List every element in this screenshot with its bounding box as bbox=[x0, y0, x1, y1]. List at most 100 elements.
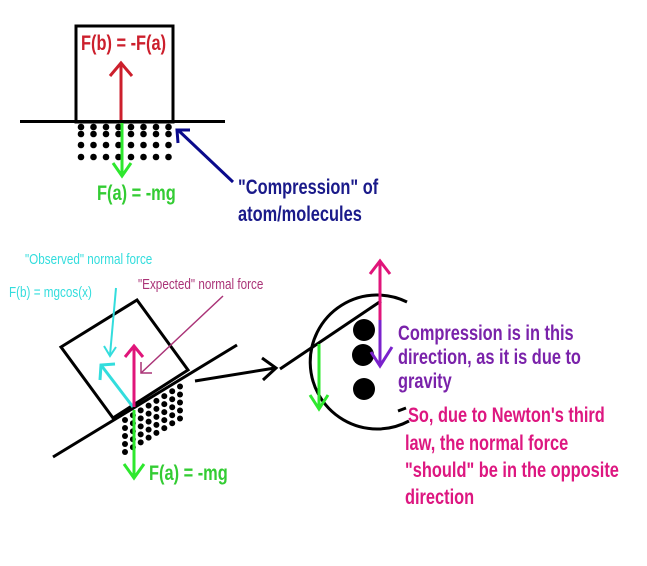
molecule-dot bbox=[161, 417, 168, 424]
molecule-dot bbox=[177, 407, 183, 414]
incline-gravity-arrow bbox=[122, 410, 146, 481]
molecule bbox=[353, 378, 375, 400]
molecule-dot bbox=[102, 141, 110, 149]
molecule-dot bbox=[153, 421, 160, 428]
molecule bbox=[353, 319, 375, 341]
molecule-dot bbox=[90, 153, 97, 161]
molecule-dot bbox=[77, 153, 85, 161]
newton-note-line: law, the normal force bbox=[405, 432, 569, 455]
molecule-dot bbox=[152, 130, 160, 138]
molecule-dot bbox=[161, 393, 168, 400]
molecule-dot bbox=[102, 130, 110, 138]
compression-label-line2: atom/molecules bbox=[238, 203, 362, 226]
incline-diagram bbox=[52, 287, 279, 481]
molecule-dot bbox=[115, 123, 122, 131]
compression-note-line: direction, as it is due to bbox=[398, 346, 581, 369]
gravity-arrow bbox=[111, 123, 133, 179]
molecule-dot bbox=[152, 141, 160, 149]
expected-pointer bbox=[140, 295, 224, 374]
detail-incline-surface bbox=[279, 299, 382, 371]
molecule-dot bbox=[169, 388, 176, 395]
newton-note-line: "should" be in the opposite bbox=[405, 459, 619, 482]
molecule-dot bbox=[145, 426, 152, 433]
zoom-arrow bbox=[194, 356, 279, 383]
molecule-dot bbox=[115, 141, 122, 149]
compression-direction-arrow bbox=[369, 320, 394, 369]
molecule-dot bbox=[140, 123, 147, 131]
molecule-dot bbox=[90, 123, 97, 131]
molecule-dot bbox=[152, 153, 160, 161]
note-connector bbox=[397, 406, 407, 413]
molecule-dot bbox=[165, 141, 172, 149]
zoom-detail bbox=[279, 258, 410, 431]
observed-pointer bbox=[103, 287, 117, 358]
compression-label-line1: "Compression" of bbox=[238, 176, 379, 199]
molecule-dot bbox=[127, 123, 135, 131]
compression-pointer-arrow bbox=[175, 128, 235, 184]
molecule-dot bbox=[137, 439, 144, 446]
normal-force-arrow bbox=[108, 60, 134, 120]
molecule-dot bbox=[145, 410, 152, 417]
molecule-dot bbox=[161, 425, 168, 432]
magnifier-circle bbox=[308, 293, 410, 431]
observed-normal-force-label: "Observed" normal force bbox=[25, 251, 153, 268]
molecule-dot bbox=[177, 399, 183, 406]
tilted-block bbox=[58, 297, 191, 421]
molecule-dot bbox=[177, 383, 183, 390]
molecule-dot bbox=[177, 391, 183, 398]
detail-expected-normal-arrow bbox=[368, 258, 392, 320]
molecule-dot bbox=[127, 130, 135, 138]
molecule-dot bbox=[77, 130, 85, 138]
top-diagram bbox=[20, 24, 235, 184]
molecule-dot bbox=[169, 420, 176, 427]
molecule-dot bbox=[140, 141, 147, 149]
molecule-dot bbox=[137, 407, 144, 414]
molecule-dot bbox=[122, 433, 128, 439]
molecule-dot bbox=[145, 434, 152, 441]
molecule-dot bbox=[153, 413, 160, 420]
molecule-dot bbox=[177, 415, 183, 422]
ground-molecules bbox=[77, 123, 172, 161]
ground-force-label: F(a) = -mg bbox=[97, 182, 176, 205]
molecule-dot bbox=[115, 130, 122, 138]
molecule-dot bbox=[102, 123, 110, 131]
molecule-dot bbox=[165, 123, 172, 131]
molecule-dot bbox=[102, 153, 110, 161]
molecule-dot bbox=[145, 418, 152, 425]
expected-normal-force-arrow bbox=[123, 343, 145, 407]
molecule-dot bbox=[122, 441, 128, 447]
detail-gravity-arrow bbox=[308, 344, 330, 412]
molecule-dot bbox=[152, 123, 160, 131]
molecule-dot bbox=[153, 397, 160, 404]
molecule-dot bbox=[140, 153, 147, 161]
observed-normal-force-arrow bbox=[98, 362, 135, 408]
observed-formula-label: F(b) = mgcos(x) bbox=[9, 284, 92, 301]
compression-note-line: gravity bbox=[398, 370, 452, 393]
molecule-dot bbox=[127, 141, 135, 149]
incline-surface bbox=[52, 343, 238, 459]
molecule-dot bbox=[90, 130, 97, 138]
molecule-dot bbox=[122, 425, 128, 431]
molecule-dot bbox=[169, 404, 176, 411]
molecule-dot bbox=[127, 153, 135, 161]
molecule-dot bbox=[115, 153, 122, 161]
molecule-dot bbox=[161, 409, 168, 416]
molecule-dot bbox=[153, 405, 160, 412]
molecule-dot bbox=[161, 401, 168, 408]
newton-note-line: direction bbox=[405, 486, 475, 509]
molecule-dot bbox=[122, 417, 128, 423]
incline-gravity-label: F(a) = -mg bbox=[149, 462, 228, 485]
newton-note: law, the normal force "should" be in the… bbox=[405, 430, 619, 511]
molecule-dot bbox=[169, 412, 176, 419]
molecule-dot bbox=[165, 153, 172, 161]
molecule-dot bbox=[137, 415, 144, 422]
compression-note: Compression is in this direction, as it … bbox=[398, 322, 581, 394]
newton-note-line: So, due to Newton's third bbox=[408, 404, 605, 427]
newton-note-first: So, due to Newton's third bbox=[408, 404, 605, 428]
molecule-dot bbox=[137, 431, 144, 438]
compression-note-line: Compression is in this bbox=[398, 322, 574, 345]
molecule-dot bbox=[165, 130, 172, 138]
molecule-dot bbox=[140, 130, 147, 138]
